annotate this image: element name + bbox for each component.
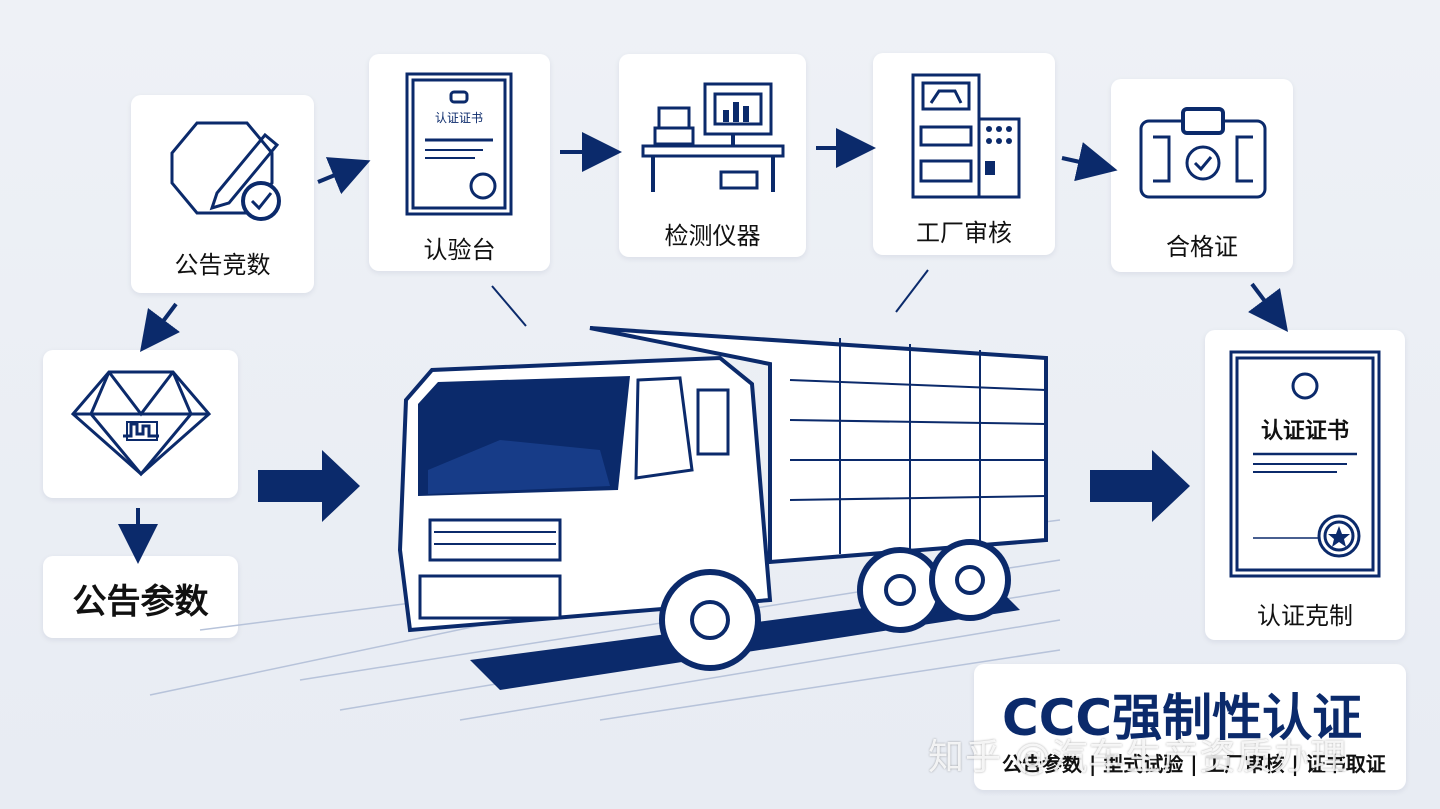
subtitle: 公告参数 | 型式试验 | 工厂审核 | 证书取证 bbox=[1002, 752, 1386, 776]
badge-card-icon bbox=[1139, 107, 1267, 199]
step-card-6 bbox=[43, 350, 238, 498]
doc-title: 认证证书 bbox=[435, 111, 483, 125]
step-card-1: 公告竞数 bbox=[131, 95, 314, 293]
lab-bench-icon bbox=[641, 82, 785, 192]
factory-machine-icon bbox=[911, 73, 1021, 199]
arrow-1-2 bbox=[317, 157, 371, 195]
watermark: 知乎 @汽车生产资质办理 bbox=[928, 737, 1348, 778]
arrow-4-5 bbox=[1061, 142, 1118, 182]
step-label: 认验台 bbox=[423, 236, 496, 264]
certificate-doc-icon: 认证证书 bbox=[405, 72, 513, 216]
cert-title: 认证证书 bbox=[1261, 419, 1349, 444]
main-title: CCC强制性认证 bbox=[1002, 689, 1363, 747]
step-card-3: 检测仪器 bbox=[619, 54, 806, 257]
step-label: 认证克制 bbox=[1257, 602, 1353, 630]
step-card-2: 认证证书 认验台 bbox=[369, 54, 550, 271]
title-panel: CCC强制性认证 公告参数 | 型式试验 | 工厂审核 | 证书取证 bbox=[974, 664, 1406, 790]
step-label-large: 公告参数 bbox=[72, 582, 209, 622]
arrow-1-6 bbox=[140, 302, 180, 352]
pencil-check-icon bbox=[170, 121, 281, 221]
arrow-5-8 bbox=[1248, 282, 1288, 332]
truck-illustration bbox=[149, 326, 1061, 721]
step-card-8: 认证证书 认证克制 bbox=[1205, 330, 1405, 640]
gem-chart-icon bbox=[70, 370, 212, 477]
step-label: 公告竞数 bbox=[174, 251, 271, 279]
step-label: 检测仪器 bbox=[664, 222, 761, 250]
step-card-4: 工厂审核 bbox=[873, 53, 1055, 255]
step-card-5: 合格证 bbox=[1111, 79, 1293, 272]
big-arrow-right bbox=[1090, 450, 1190, 522]
step-label: 工厂审核 bbox=[916, 219, 1012, 247]
big-arrow-left bbox=[258, 450, 360, 522]
step-card-7: 公告参数 bbox=[43, 556, 238, 638]
step-label: 合格证 bbox=[1166, 233, 1238, 261]
certificate-icon: 认证证书 bbox=[1229, 350, 1381, 578]
